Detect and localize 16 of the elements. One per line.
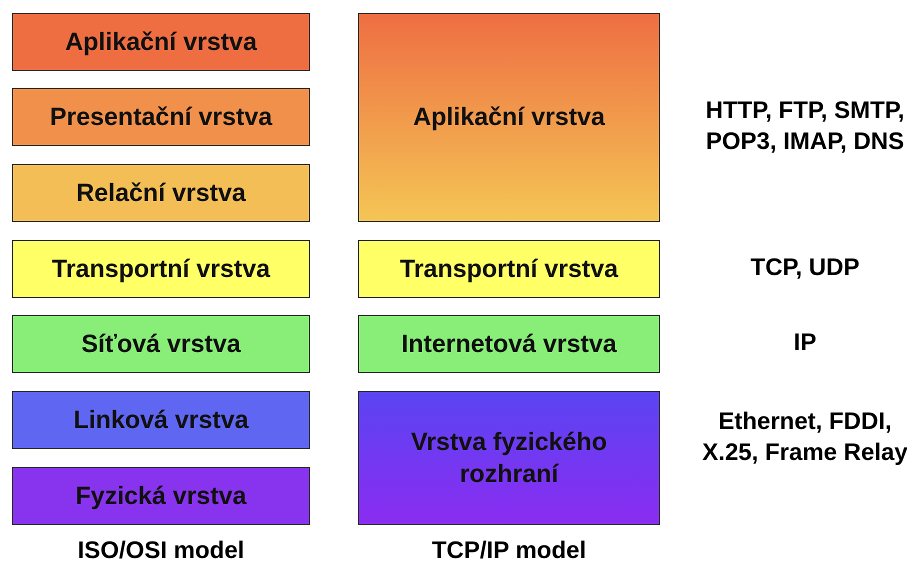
layer-box: Linková vrstva xyxy=(12,391,310,449)
layer-box: Síťová vrstva xyxy=(12,315,310,373)
layer-box: Presentační vrstva xyxy=(12,88,310,146)
layer-box: Aplikační vrstva xyxy=(12,13,310,71)
protocol-list: TCP, UDP xyxy=(700,252,907,284)
layer-box: Aplikační vrstva xyxy=(358,13,660,222)
layer-box: Relační vrstva xyxy=(12,164,310,222)
layer-box: Transportní vrstva xyxy=(12,240,310,298)
layer-box: Internetová vrstva xyxy=(358,315,660,373)
protocol-list: IP xyxy=(700,327,907,358)
layer-box: Fyzická vrstva xyxy=(12,467,310,525)
layer-box: Transportní vrstva xyxy=(358,240,660,298)
column-caption: TCP/IP model xyxy=(430,536,588,566)
protocol-list: HTTP, FTP, SMTP, POP3, IMAP, DNS xyxy=(700,95,907,158)
column-caption: ISO/OSI model xyxy=(76,536,246,566)
layer-box: Vrstva fyzického rozhraní xyxy=(358,391,660,525)
